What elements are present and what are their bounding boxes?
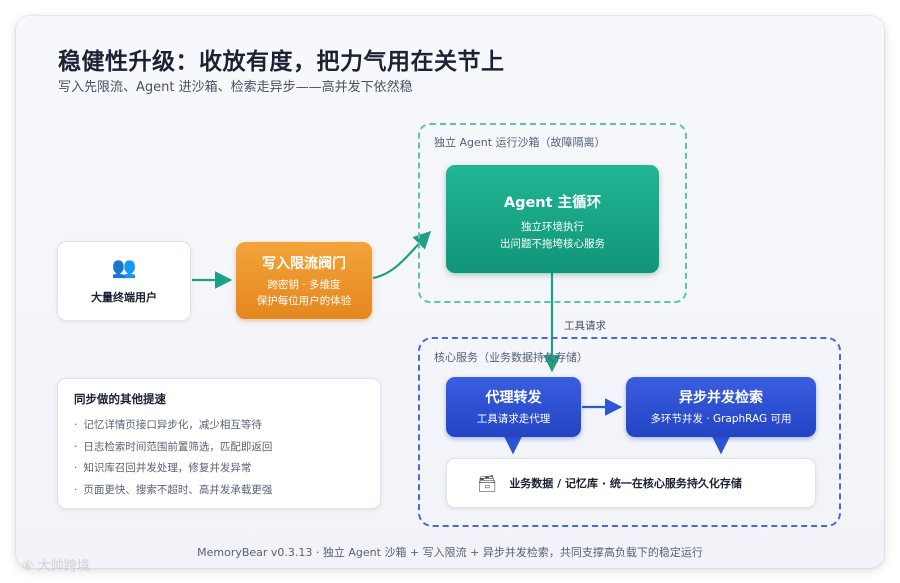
storage-node: 🗃 业务数据 / 记忆库 · 统一在核心服务持久化存储 [446,458,816,508]
agent-main-loop-node: Agent 主循环 独立环境执行 出问题不拖垮核心服务 [446,165,659,273]
tips-item: ·页面更快、搜索不超时、高并发承载更强 [74,483,273,496]
proxy-sub: 工具请求走代理 [476,413,551,425]
proxy-forward-node: 代理转发 工具请求走代理 [446,377,581,437]
tips-title: 同步做的其他提速 [74,392,166,406]
proxy-title: 代理转发 [485,390,542,406]
agent-line-1: 独立环境执行 [521,221,584,233]
page-subtitle: 写入先限流、Agent 进沙箱、检索走异步——高并发下依然稳 [58,80,413,95]
core-service-group-label: 核心服务（业务数据持久存储） [434,351,588,364]
sandbox-group-frame [418,123,687,303]
users-icon: 👥 [111,255,137,279]
server-icon: 🗃 [477,473,498,493]
other-speedups-panel: 同步做的其他提速 ·记忆详情页接口异步化，减少相互等待 ·日志检索时间范围前置筛… [57,378,381,509]
end-users-node: 👥 大量终端用户 [57,241,191,321]
end-users-label: 大量终端用户 [91,291,157,304]
async-search-node: 异步并发检索 多环节并发 · GraphRAG 可用 [626,377,816,437]
diagram-card: 稳健性升级：收放有度，把力气用在关节上 写入先限流、Agent 进沙箱、检索走异… [16,16,884,568]
tips-item: ·记忆详情页接口异步化，减少相互等待 [74,419,262,431]
sandbox-group-label: 独立 Agent 运行沙箱（故障隔离） [434,136,606,149]
throttle-title: 写入限流阀门 [262,256,346,272]
storage-label: 业务数据 / 记忆库 · 统一在核心服务持久化存储 [509,477,742,490]
watermark: ⑥ 大帅跨境 [22,559,90,574]
search-title: 异步并发检索 [679,390,763,406]
core-service-group-frame [418,337,841,527]
write-throttle-node: 写入限流阀门 跨密钥 · 多维度 保护每位用户的体验 [236,242,372,319]
agent-title: Agent 主循环 [503,195,602,211]
search-sub: 多环节并发 · GraphRAG 可用 [650,413,792,425]
throttle-line-2: 保护每位用户的体验 [256,295,352,307]
footer-caption: MemoryBear v0.3.13 · 独立 Agent 沙箱 + 写入限流 … [197,546,703,559]
throttle-line-1: 跨密钥 · 多维度 [267,279,341,291]
agent-line-2: 出问题不拖垮核心服务 [500,238,605,250]
tips-item: ·日志检索时间范围前置筛选，匹配即返回 [74,440,273,453]
page-title: 稳健性升级：收放有度，把力气用在关节上 [58,49,505,75]
tool-request-label: 工具请求 [564,320,606,332]
tips-item: ·知识库召回并发处理，修复并发异常 [74,462,252,474]
